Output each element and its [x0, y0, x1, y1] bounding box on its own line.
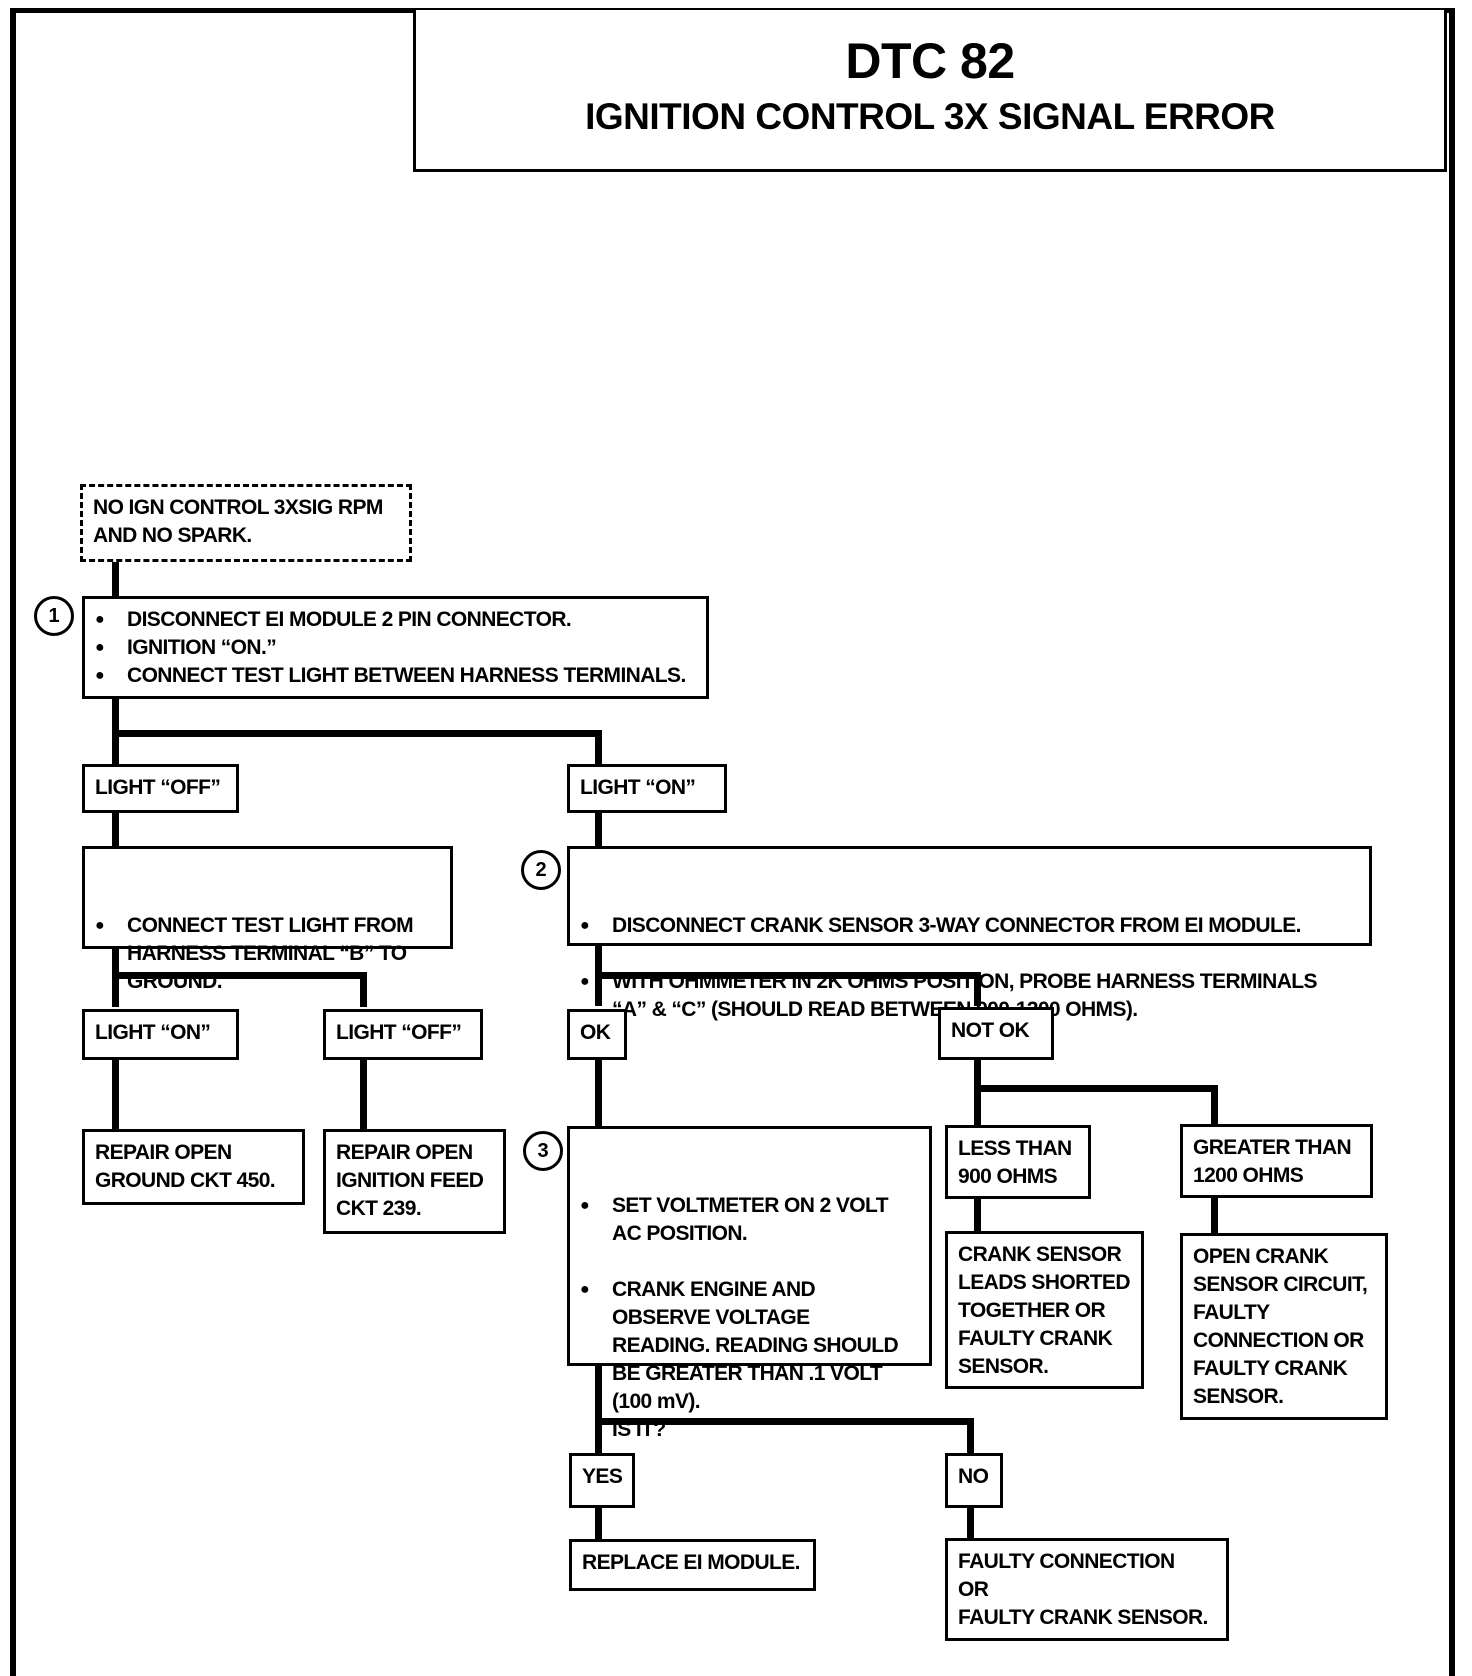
outcome-repair-ground: REPAIR OPEN GROUND CKT 450. — [82, 1129, 305, 1205]
branch-no: NO — [945, 1453, 1003, 1508]
connector-start-step1 — [112, 560, 119, 598]
connector-greater-than-down — [1211, 1196, 1218, 1234]
branch-not-ok: NOT OK — [938, 1007, 1054, 1060]
dtc-description: IGNITION CONTROL 3X SIGNAL ERROR — [585, 96, 1275, 137]
step-3-bullet-1: SET VOLTMETER ON 2 VOLT AC POSITION. — [580, 1192, 919, 1248]
connector-to-greater-than — [1211, 1085, 1218, 1126]
frame-right-border — [1449, 8, 1455, 1676]
connector-to-light-on — [595, 730, 602, 765]
branch-less-than-900: LESS THAN 900 OHMS — [945, 1125, 1091, 1199]
branch-light-on-2: LIGHT “ON” — [82, 1009, 239, 1060]
branch-light-on: LIGHT “ON” — [567, 764, 727, 813]
dtc-code: DTC 82 — [845, 33, 1015, 89]
outcome-replace-module: REPLACE EI MODULE. — [569, 1539, 816, 1591]
outcome-open-crank: OPEN CRANK SENSOR CIRCUIT, FAULTY CONNEC… — [1180, 1233, 1388, 1420]
title-box: DTC 82 IGNITION CONTROL 3X SIGNAL ERROR — [413, 10, 1447, 172]
step-3-marker: 3 — [523, 1131, 563, 1171]
connector-less-than-down — [974, 1197, 981, 1232]
step-1-bullets: DISCONNECT EI MODULE 2 PIN CONNECTOR. IG… — [95, 606, 696, 690]
step-1-bullet-2: IGNITION “ON.” — [95, 634, 696, 662]
connector-not-ok-down — [974, 1058, 981, 1126]
step-1-box: DISCONNECT EI MODULE 2 PIN CONNECTOR. IG… — [82, 596, 709, 699]
start-condition-box: NO IGN CONTROL 3XSIG RPM AND NO SPARK. — [80, 484, 412, 562]
start-line-2: AND NO SPARK. — [93, 524, 252, 547]
connector-to-no — [967, 1418, 974, 1454]
connector-no-down — [967, 1506, 974, 1540]
step-1-bullet-1: DISCONNECT EI MODULE 2 PIN CONNECTOR. — [95, 606, 696, 634]
step-1-bullet-3: CONNECT TEST LIGHT BETWEEN HARNESS TERMI… — [95, 662, 696, 690]
branch-greater-than-1200: GREATER THAN 1200 OHMS — [1180, 1124, 1373, 1198]
step-2-box: DISCONNECT CRANK SENSOR 3-WAY CONNECTOR … — [567, 846, 1372, 1021]
connector-ok-down — [595, 1058, 602, 1128]
connector-yes-down — [595, 1506, 602, 1540]
frame-left-border — [10, 8, 16, 1676]
outcome-repair-ignition: REPAIR OPEN IGNITION FEED CKT 239. — [323, 1129, 506, 1234]
connector-not-ok-horizontal — [974, 1085, 1218, 1092]
connector-light-on-2-down — [112, 1058, 119, 1130]
start-line-1: NO IGN CONTROL 3XSIG RPM — [93, 496, 383, 519]
connector-light-off-2-down — [360, 1058, 367, 1130]
branch-light-off: LIGHT “OFF” — [82, 764, 239, 813]
step-2-marker: 2 — [521, 850, 561, 890]
step-3-bullet-2: CRANK ENGINE AND OBSERVE VOLTAGE READING… — [580, 1276, 919, 1444]
step-2-bullet-1: DISCONNECT CRANK SENSOR 3-WAY CONNECTOR … — [580, 912, 1359, 940]
step-3-box: SET VOLTMETER ON 2 VOLT AC POSITION. CRA… — [567, 1126, 932, 1441]
outcome-faulty-connection: FAULTY CONNECTION OR FAULTY CRANK SENSOR… — [945, 1538, 1229, 1641]
branch-light-off-2: LIGHT “OFF” — [323, 1009, 483, 1060]
step-1-marker: 1 — [34, 596, 74, 636]
step-2-bullet-2: WITH OHMMETER IN 2K OHMS POSITION, PROBE… — [580, 968, 1359, 1024]
test-light-ground-box: CONNECT TEST LIGHT FROM HARNESS TERMINAL… — [82, 846, 453, 993]
connector-light-off-down — [112, 811, 119, 849]
test-light-ground-bullet: CONNECT TEST LIGHT FROM HARNESS TERMINAL… — [95, 912, 440, 996]
branch-yes: YES — [569, 1453, 635, 1508]
step-2-bullets: DISCONNECT CRANK SENSOR 3-WAY CONNECTOR … — [580, 884, 1359, 1052]
step-3-bullets: SET VOLTMETER ON 2 VOLT AC POSITION. CRA… — [580, 1164, 919, 1472]
outcome-crank-shorted: CRANK SENSOR LEADS SHORTED TOGETHER OR F… — [945, 1231, 1144, 1389]
branch-ok: OK — [567, 1009, 627, 1060]
connector-light-on-down — [595, 811, 602, 849]
connector-step1-horizontal — [112, 730, 602, 737]
